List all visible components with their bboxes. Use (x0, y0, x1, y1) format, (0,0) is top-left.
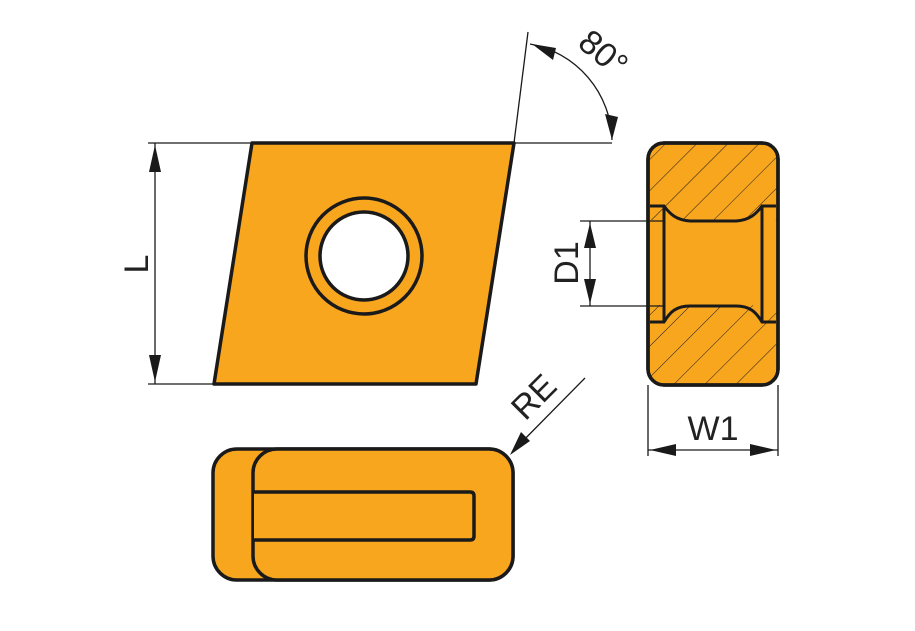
hole-diameter-label: D1 (548, 241, 586, 284)
side-section-view (646, 141, 780, 387)
width-dimension: W1 (647, 385, 779, 456)
hole-diameter-dimension: D1 (548, 220, 664, 307)
length-label: L (118, 255, 156, 274)
angle-label: 80° (571, 22, 635, 84)
angle-dimension: 80° (513, 22, 635, 144)
width-label: W1 (688, 410, 739, 448)
corner-radius-dimension: RE (504, 367, 586, 455)
hole (318, 210, 410, 302)
length-dimension: L (118, 142, 252, 385)
top-view (212, 141, 516, 386)
front-view (211, 447, 515, 582)
corner-radius-label: RE (504, 367, 564, 427)
